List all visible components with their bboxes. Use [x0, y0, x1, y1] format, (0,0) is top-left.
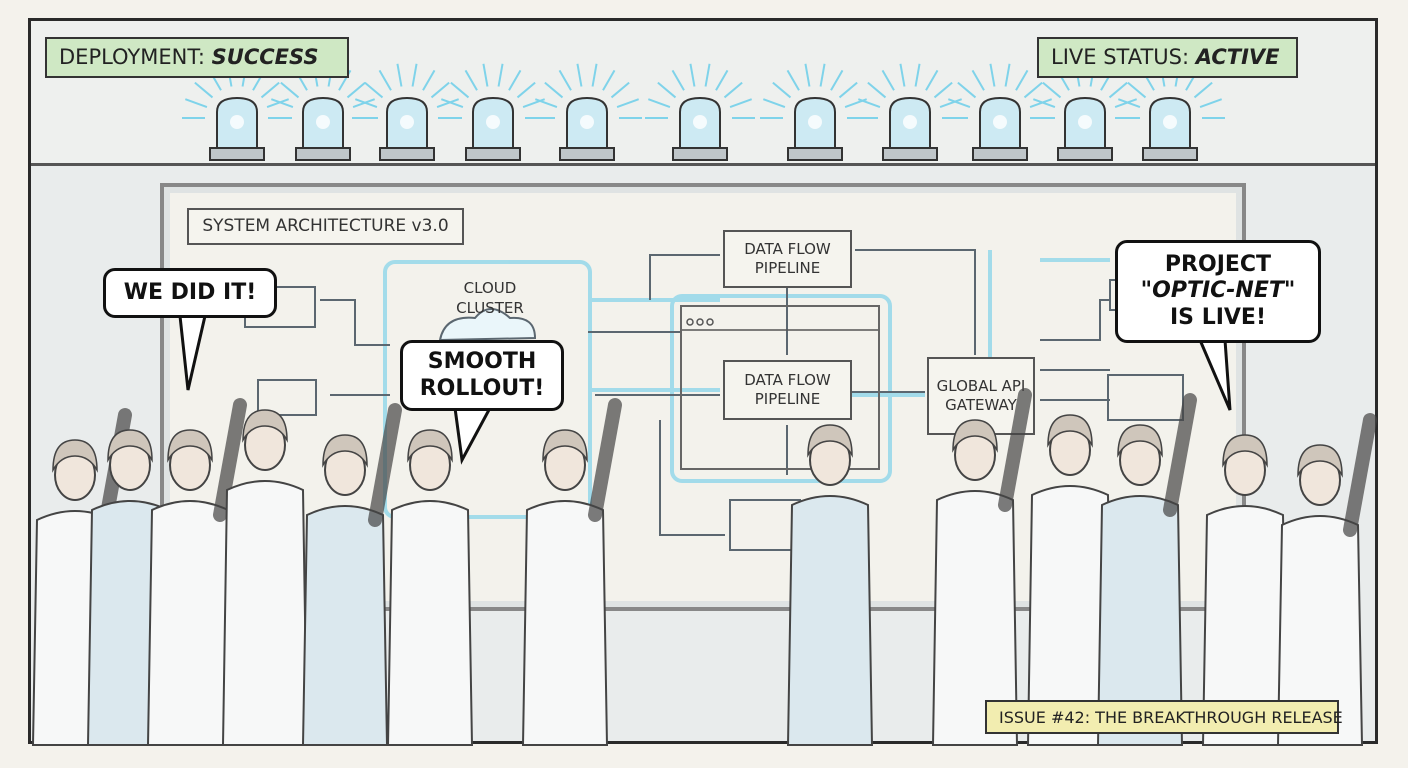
team-member: [1276, 413, 1377, 746]
bubble-line-3: IS LIVE!: [1170, 304, 1266, 330]
team-member: [1096, 393, 1197, 746]
team-member: [931, 388, 1032, 746]
team-member: [146, 398, 247, 746]
window-dots-icon: [680, 318, 880, 331]
issue-caption: ISSUE #42: THE BREAKTHROUGH RELEASE: [985, 700, 1343, 734]
cloud-cluster-label: CLOUD CLUSTER: [456, 279, 524, 317]
siren-light: [438, 63, 548, 161]
cloud-icon: [438, 308, 537, 342]
pipeline-box-top: DATA FLOW PIPELINE: [723, 230, 852, 288]
siren-light: [945, 63, 1055, 161]
speech-bubble-smooth-rollout: SMOOTH ROLLOUT!: [400, 340, 564, 411]
siren-light: [760, 63, 870, 161]
live-value: ACTIVE: [1195, 45, 1280, 69]
live-label: LIVE STATUS:: [1051, 45, 1190, 69]
siren-light: [1115, 63, 1225, 161]
browser-window-frame: [680, 305, 880, 470]
team-member: [1026, 414, 1114, 746]
bubble-line-2: "OPTIC-NET": [1140, 278, 1296, 304]
siren-light: [645, 63, 755, 161]
team-member: [386, 429, 474, 746]
speech-bubble-we-did-it: WE DID IT!: [103, 268, 277, 318]
bubble-line-1: PROJECT: [1164, 251, 1272, 277]
deployment-label: DEPLOYMENT:: [59, 45, 205, 69]
deployment-status-badge: DEPLOYMENT: SUCCESS: [45, 37, 349, 78]
siren-light: [532, 63, 642, 161]
team-member: [521, 398, 622, 746]
team-member: [786, 424, 874, 746]
siren-lights: [182, 63, 1225, 161]
team-member: [1201, 434, 1289, 746]
team-member: [301, 403, 402, 746]
live-status-badge: LIVE STATUS: ACTIVE: [1037, 37, 1298, 78]
siren-light: [855, 63, 965, 161]
siren-light: [352, 63, 462, 161]
deployment-value: SUCCESS: [211, 45, 319, 69]
pipeline-box-middle: DATA FLOW PIPELINE: [723, 360, 852, 420]
team-member: [221, 409, 309, 746]
diagram-title: SYSTEM ARCHITECTURE v3.0: [187, 208, 464, 245]
speech-bubble-project-live: PROJECT "OPTIC-NET" IS LIVE!: [1115, 240, 1321, 343]
